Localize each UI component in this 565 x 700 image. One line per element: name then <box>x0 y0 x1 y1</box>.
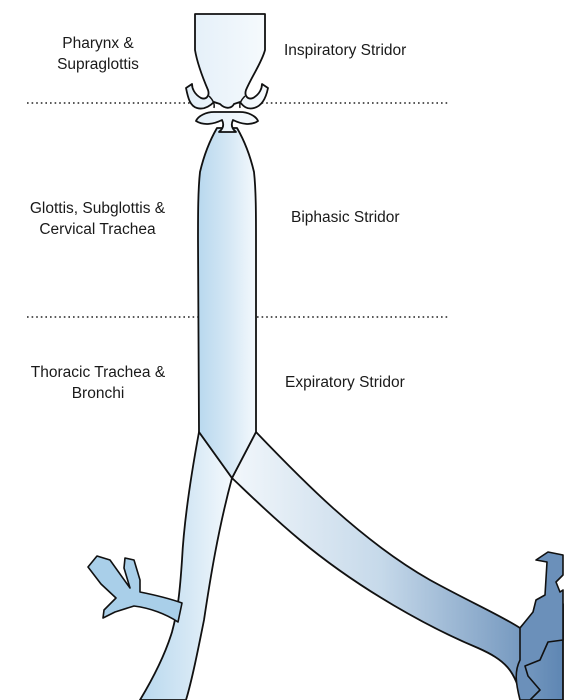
stridor-label-inspiratory: Inspiratory Stridor <box>284 40 406 61</box>
region-label-pharynx-line1: Pharynx & <box>28 33 168 54</box>
glottis <box>196 112 258 132</box>
region-label-pharynx: Pharynx & Supraglottis <box>28 33 168 75</box>
stridor-label-biphasic: Biphasic Stridor <box>291 207 400 228</box>
right-main-bronchus <box>140 432 232 700</box>
pharynx <box>186 14 268 109</box>
right-upper-lobe-branch <box>88 556 182 622</box>
left-main-bronchus <box>232 432 563 700</box>
region-label-pharynx-line2: Supraglottis <box>28 54 168 75</box>
region-label-glottis-line1: Glottis, Subglottis & <box>0 198 195 219</box>
region-label-thoracic-line2: Bronchi <box>8 383 188 404</box>
region-label-thoracic-line1: Thoracic Trachea & <box>8 362 188 383</box>
region-label-thoracic: Thoracic Trachea & Bronchi <box>8 362 188 404</box>
region-label-glottis-line2: Cervical Trachea <box>0 219 195 240</box>
stridor-label-expiratory: Expiratory Stridor <box>285 372 405 393</box>
trachea <box>198 128 256 478</box>
region-label-glottis: Glottis, Subglottis & Cervical Trachea <box>0 198 195 240</box>
